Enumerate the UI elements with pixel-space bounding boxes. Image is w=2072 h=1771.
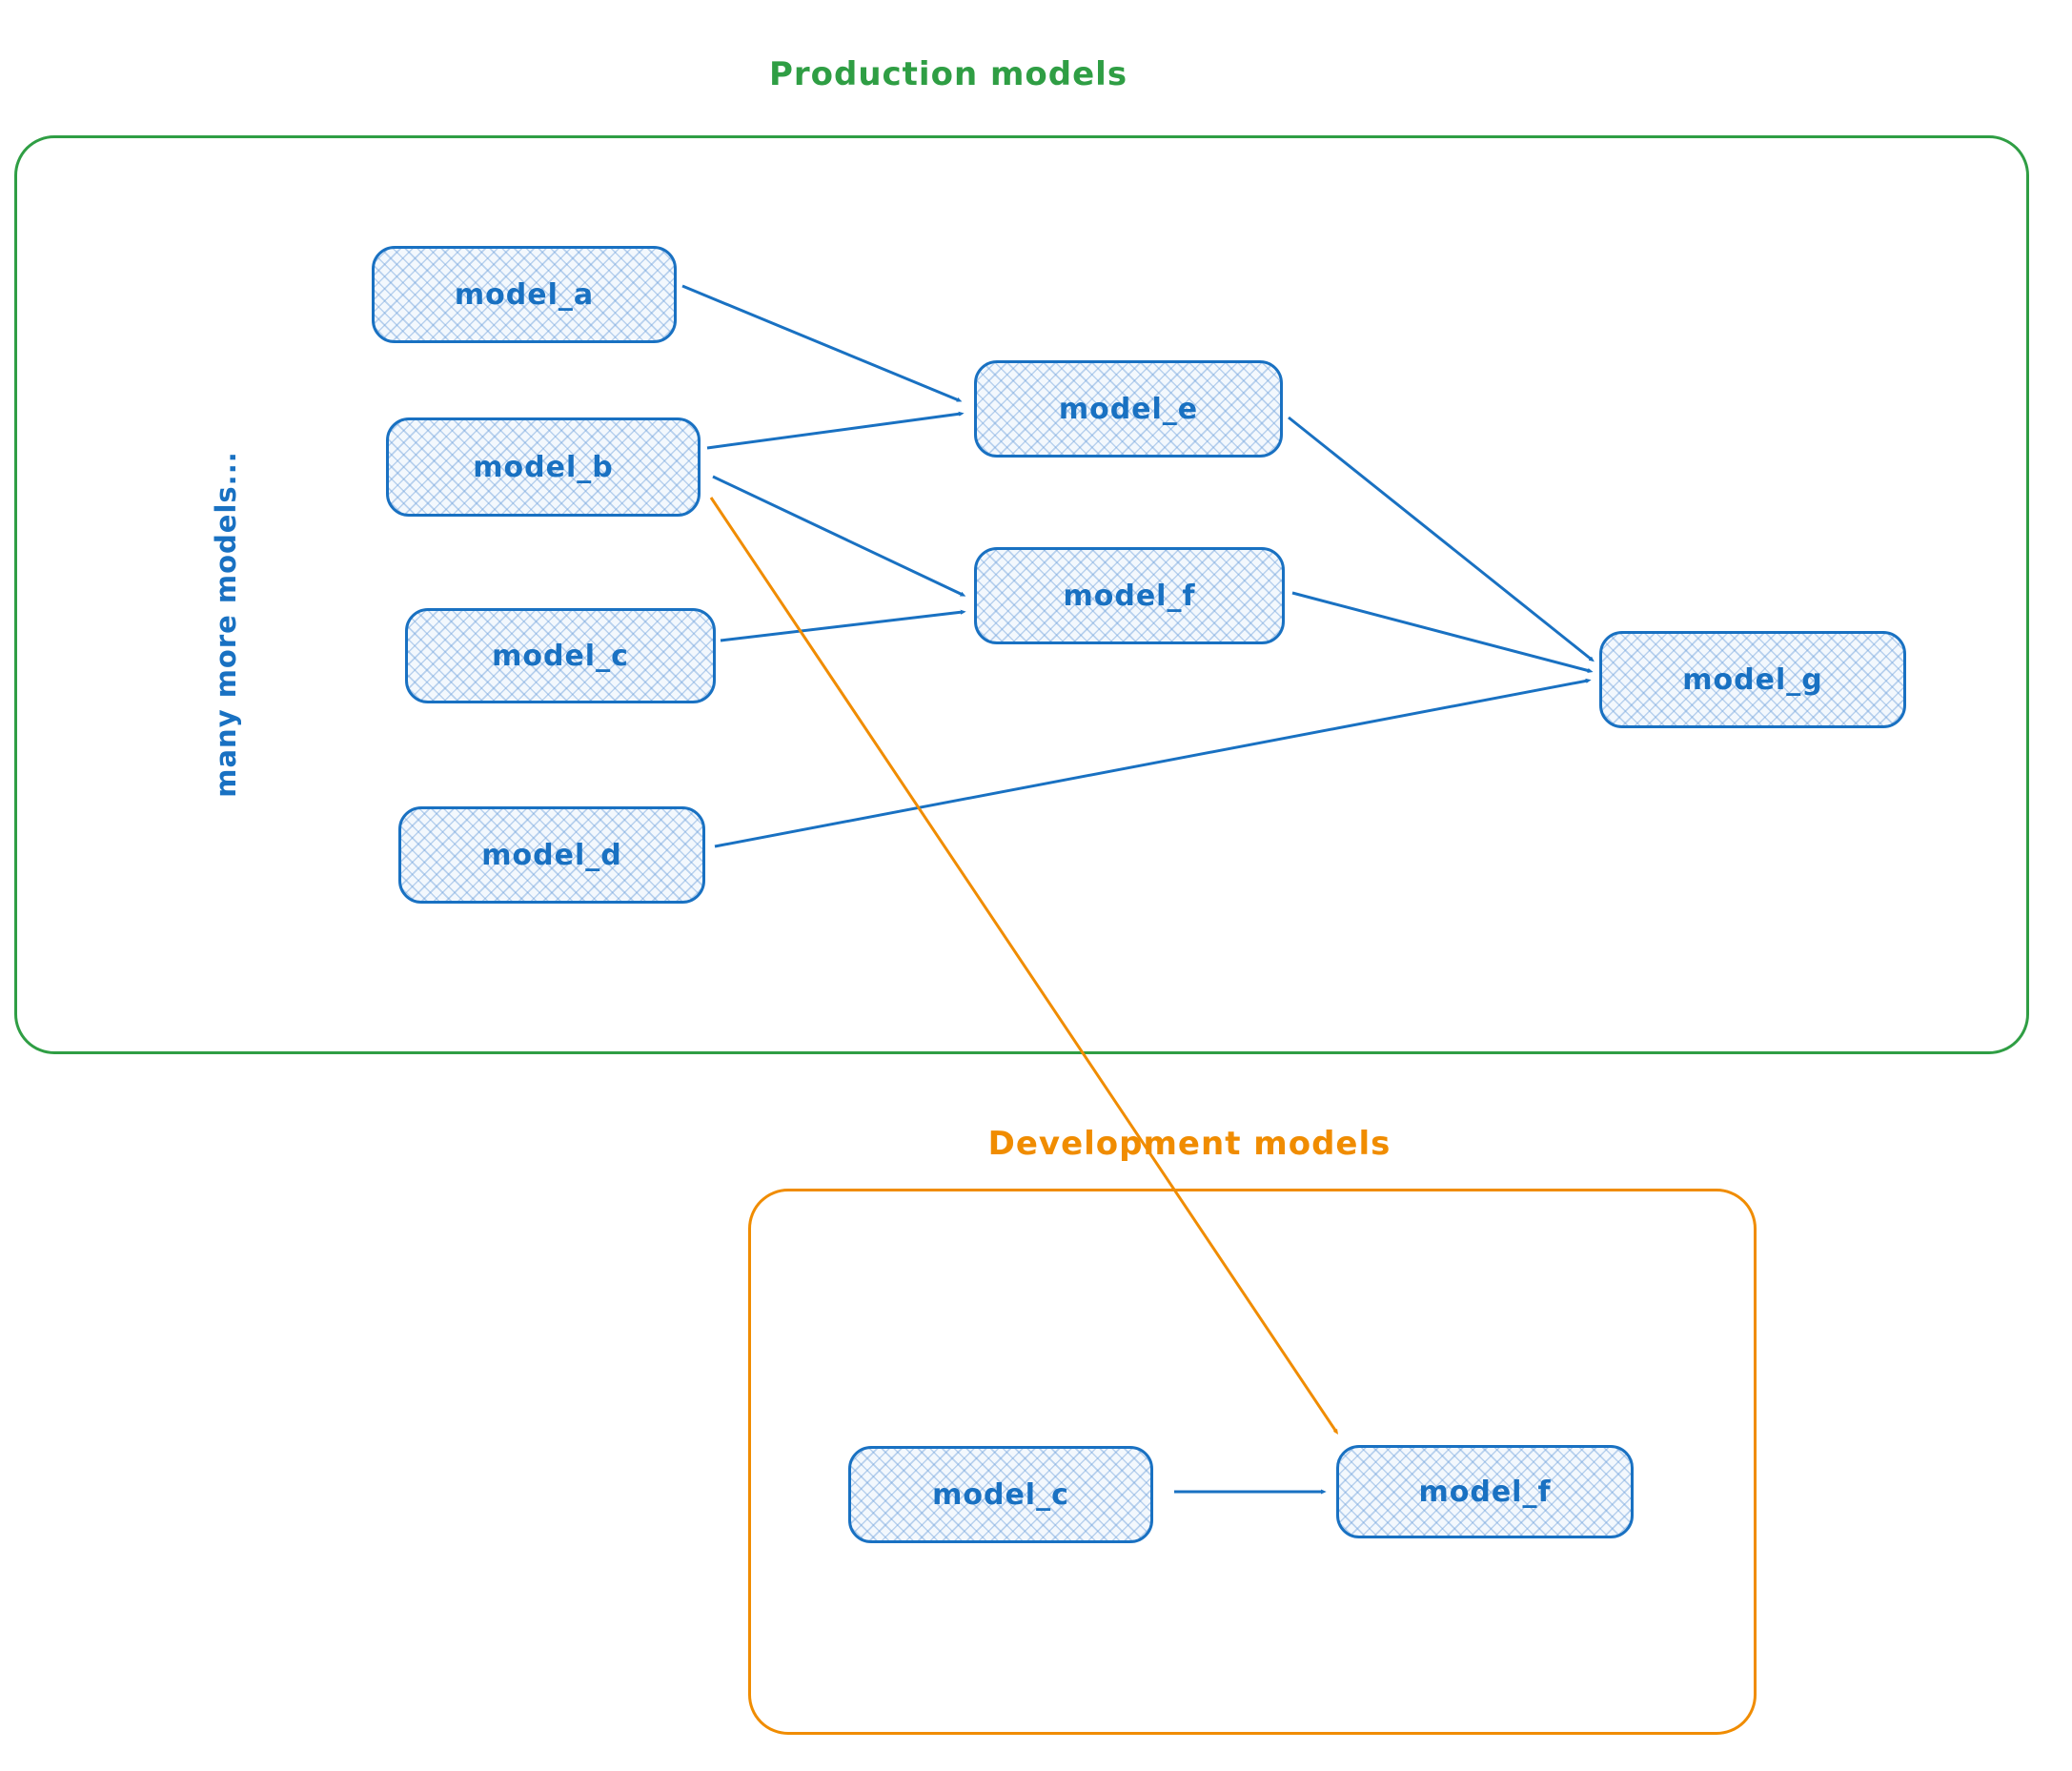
edge-model-b-to-model-e[interactable] (706, 414, 961, 450)
edge-model-c-to-model-f[interactable] (720, 612, 963, 642)
edge-model-f-to-model-g[interactable] (1291, 591, 1590, 671)
production-group-container[interactable] (14, 135, 2029, 1054)
node-model-d[interactable]: model_d (398, 806, 705, 904)
node-model-a[interactable]: model_a (372, 246, 677, 343)
edge-model-d-to-model-g[interactable] (714, 681, 1588, 848)
node-model-g-label: model_g (1682, 662, 1823, 697)
node-model-g[interactable]: model_g (1599, 631, 1906, 728)
node-model-e-label: model_e (1058, 392, 1199, 426)
node-model-e[interactable]: model_e (974, 360, 1283, 458)
production-group-title: Production models (768, 55, 1128, 93)
node-model-a-label: model_a (454, 277, 595, 312)
node-model-c-label: model_c (492, 639, 629, 673)
development-group-title: Development models (987, 1125, 1391, 1163)
node-model-d-label: model_d (481, 838, 622, 872)
node-model-c[interactable]: model_c (405, 608, 716, 703)
edge-model-b-to-dev-model-f[interactable] (709, 497, 1336, 1432)
node-dev-model-c-label: model_c (932, 1477, 1069, 1512)
node-dev-model-c[interactable]: model_c (848, 1446, 1153, 1543)
edge-model-e-to-model-g[interactable] (1288, 416, 1592, 660)
node-model-b-label: model_b (473, 450, 614, 484)
edge-model-b-to-model-f[interactable] (712, 475, 963, 595)
node-dev-model-f-label: model_f (1418, 1475, 1552, 1509)
node-model-f[interactable]: model_f (974, 547, 1285, 644)
node-dev-model-f[interactable]: model_f (1336, 1445, 1634, 1538)
development-group-container[interactable] (748, 1189, 1757, 1735)
node-model-b[interactable]: model_b (386, 417, 701, 517)
node-model-f-label: model_f (1063, 579, 1196, 613)
edge-model-a-to-model-e[interactable] (681, 284, 959, 400)
